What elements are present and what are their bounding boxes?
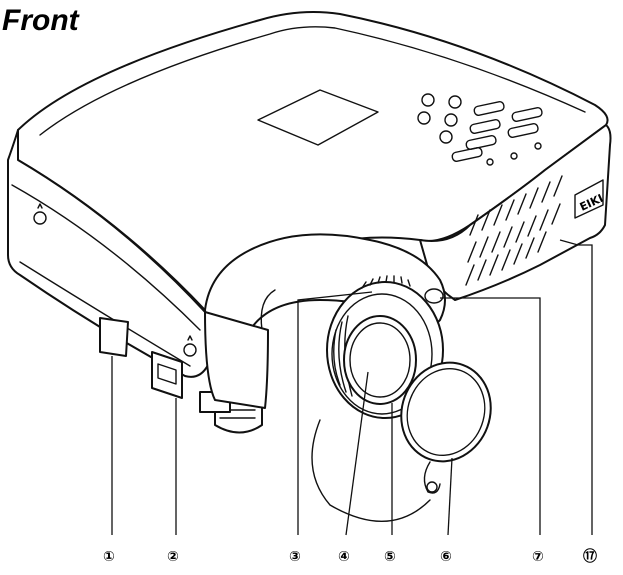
control-button: [507, 123, 539, 138]
callout-2: ②: [167, 549, 179, 565]
infrared-sensor: [424, 288, 444, 304]
side-vents: [465, 175, 563, 286]
leader-lines: [111, 239, 593, 536]
callout-5: ⑤: [384, 549, 396, 565]
callout-3: ③: [289, 549, 301, 565]
leader-4: [345, 371, 369, 536]
control-button: [511, 107, 543, 122]
control-button: [473, 101, 505, 116]
lens-cap: [400, 361, 492, 494]
control-button: [448, 95, 462, 109]
zoom-ring: [361, 275, 411, 289]
foot-lever: [99, 317, 129, 357]
control-button: [421, 93, 435, 107]
indicator-led: [534, 142, 542, 150]
indicator-led: [510, 152, 518, 160]
projector-body: EIKI: [7, 11, 612, 434]
control-button: [417, 111, 431, 125]
leader-7: [440, 297, 541, 535]
control-button: [451, 147, 483, 162]
adjustable-foot: [199, 391, 263, 434]
control-panel: [417, 93, 543, 166]
control-button: [439, 130, 453, 144]
side-connector: [151, 351, 183, 399]
callout-1: ①: [103, 549, 115, 565]
left-side-panel: [7, 129, 209, 378]
right-side-panel: [419, 124, 612, 301]
leader-17: [559, 239, 593, 535]
lock-icon-left: [33, 203, 47, 225]
lens-glass: [343, 315, 417, 405]
lock-icon-front: [183, 335, 197, 357]
callout-7: ⑦: [532, 549, 544, 565]
callout-6: ⑥: [440, 549, 452, 565]
diagram-title: Front: [2, 4, 81, 37]
top-window: [257, 89, 379, 146]
control-button: [444, 113, 458, 127]
front-lower: [204, 311, 269, 409]
callout-4: ④: [338, 549, 350, 565]
lens-cap-strap: [423, 461, 441, 494]
control-button: [469, 119, 501, 134]
projection-lens: [326, 275, 444, 419]
focus-ring: [331, 293, 433, 415]
indicator-led: [486, 158, 494, 166]
callout-17: ⑰: [583, 548, 597, 565]
callout-labels: ① ② ③ ④ ⑤ ⑥ ⑦ ⑰: [103, 548, 597, 565]
leader-3: [297, 291, 373, 535]
control-button: [465, 135, 497, 150]
leader-6: [447, 457, 453, 536]
